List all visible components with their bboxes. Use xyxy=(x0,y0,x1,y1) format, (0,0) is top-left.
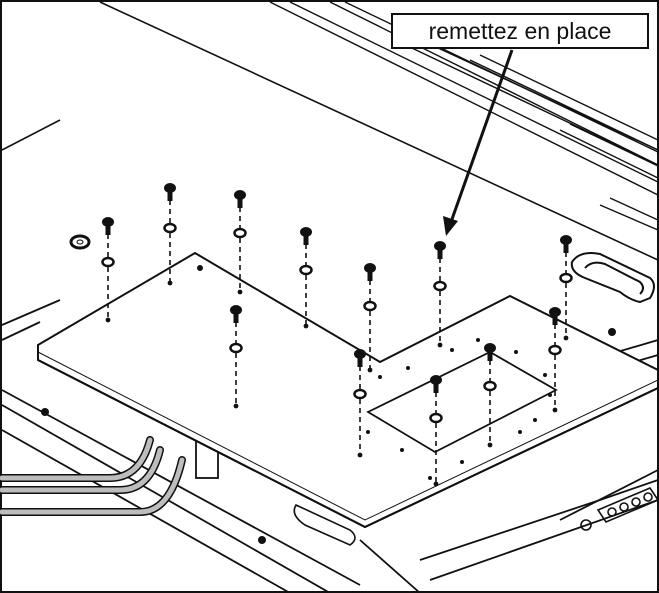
washer-icon xyxy=(233,227,247,239)
arrow-head xyxy=(443,216,458,236)
washer-icon xyxy=(433,280,447,292)
arrow-icon xyxy=(449,49,514,223)
background-panel xyxy=(1,1,659,261)
washer-icon xyxy=(483,380,497,392)
mounting-holes xyxy=(41,265,616,544)
cover-plate xyxy=(37,251,659,529)
cable-bundle xyxy=(0,436,186,516)
washer-icon xyxy=(559,272,573,284)
screw-icon xyxy=(559,235,573,341)
washer-icon xyxy=(363,300,377,312)
callout-label: remettez en place xyxy=(429,18,612,44)
screw-icon xyxy=(483,343,497,448)
right-handle xyxy=(570,252,655,304)
access-cutout xyxy=(366,350,558,454)
screw-icon xyxy=(353,349,367,458)
washer-icon xyxy=(548,344,562,356)
port-panel xyxy=(580,487,659,531)
screw-icon xyxy=(363,263,377,373)
callout-box xyxy=(391,13,649,49)
washer-icon xyxy=(163,222,177,234)
washer-icon xyxy=(353,388,367,400)
screw-group xyxy=(101,183,573,487)
washer-icon xyxy=(299,264,313,276)
washer-icon xyxy=(429,412,443,424)
washer-icon xyxy=(101,256,115,268)
chassis-slot xyxy=(293,503,356,546)
washer-icon xyxy=(69,234,91,250)
screw-icon xyxy=(101,217,115,323)
screw-icon xyxy=(163,183,177,286)
callout: remettez en place xyxy=(391,13,649,236)
screw-icon xyxy=(299,227,313,329)
screw-icon xyxy=(229,305,243,409)
screw-icon xyxy=(433,241,447,348)
screw-icon xyxy=(429,375,443,487)
screw-icon xyxy=(548,307,562,413)
screw-icon xyxy=(233,190,247,295)
washer-icon xyxy=(229,342,243,354)
